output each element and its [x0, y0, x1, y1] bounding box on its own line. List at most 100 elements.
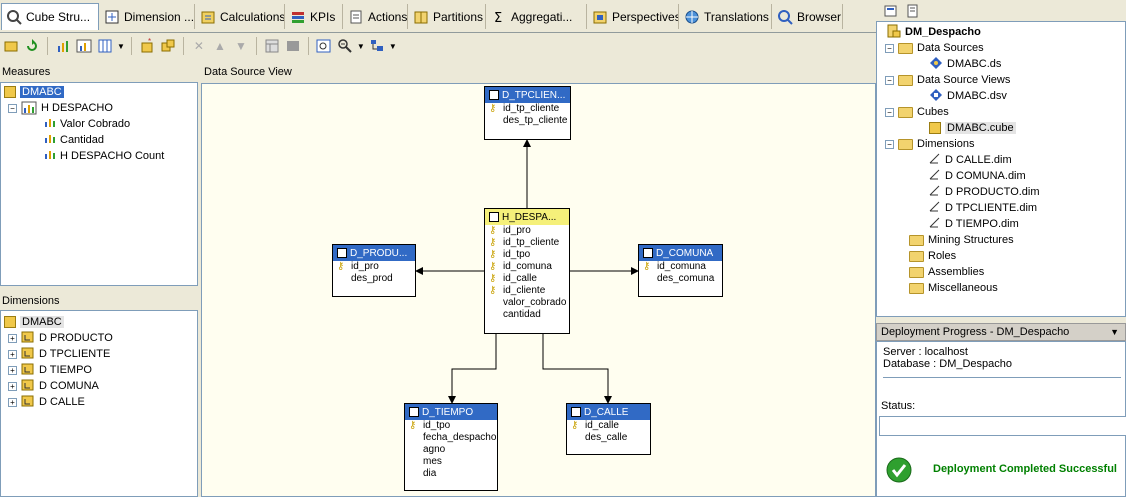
- tab-actions[interactable]: Actions: [344, 4, 408, 29]
- file-dimension[interactable]: D PRODUCTO.dim: [929, 184, 1040, 200]
- table-column[interactable]: des_comuna: [657, 273, 715, 284]
- link-object-icon[interactable]: [159, 37, 177, 55]
- file-dimension[interactable]: D CALLE.dim: [929, 152, 1012, 168]
- expand-icon[interactable]: +: [8, 333, 17, 343]
- tab-cube-structure[interactable]: Cube Stru...: [1, 3, 99, 30]
- delete-icon[interactable]: ✕: [193, 39, 204, 53]
- collapse-icon[interactable]: −: [885, 107, 894, 117]
- grid-view-icon[interactable]: [96, 37, 114, 55]
- folder-data-source-views[interactable]: − Data Source Views: [885, 72, 1010, 88]
- measure-item[interactable]: Cantidad: [44, 132, 104, 148]
- folder-cubes[interactable]: − Cubes: [885, 104, 949, 120]
- table-column[interactable]: mes: [423, 456, 442, 467]
- expand-icon[interactable]: +: [8, 365, 17, 375]
- tab-kpis[interactable]: KPIs: [286, 4, 343, 29]
- file-dimension[interactable]: D TIEMPO.dim: [929, 216, 1019, 232]
- expand-icon[interactable]: +: [8, 381, 17, 391]
- dimension-item[interactable]: + D COMUNA: [8, 378, 99, 394]
- measure-group-node[interactable]: − H DESPACHO: [8, 100, 113, 116]
- folder-miscellaneous[interactable]: Miscellaneous: [909, 280, 998, 296]
- measure-item[interactable]: H DESPACHO Count: [44, 148, 164, 164]
- table-header[interactable]: D_PRODU...: [333, 245, 415, 261]
- zoom-dropdown[interactable]: ▼: [356, 41, 365, 51]
- table-column[interactable]: fecha_despacho: [423, 432, 497, 443]
- tab-browser[interactable]: Browser: [773, 4, 843, 29]
- dsv-table-producto[interactable]: D_PRODU... ⚷id_pro des_prod: [332, 244, 416, 297]
- table-column[interactable]: ⚷id_pro: [489, 225, 531, 236]
- table-header[interactable]: D_TIEMPO: [405, 404, 497, 420]
- dimension-item[interactable]: + D PRODUCTO: [8, 330, 113, 346]
- zoom-icon[interactable]: [336, 37, 354, 55]
- table-column[interactable]: ⚷id_pro: [337, 261, 379, 272]
- move-down-icon[interactable]: ▼: [234, 39, 247, 53]
- refresh-icon[interactable]: [23, 37, 41, 55]
- file-dimension[interactable]: D COMUNA.dim: [929, 168, 1026, 184]
- folder-assemblies[interactable]: Assemblies: [909, 264, 984, 280]
- table-column[interactable]: ⚷id_tp_cliente: [489, 237, 560, 248]
- new-measure-icon[interactable]: [54, 37, 72, 55]
- move-up-icon[interactable]: ▲: [213, 39, 226, 53]
- table-column[interactable]: valor_cobrado: [503, 297, 567, 308]
- file-dimension[interactable]: D TPCLIENTE.dim: [929, 200, 1037, 216]
- measure-item[interactable]: Valor Cobrado: [44, 116, 130, 132]
- table-column[interactable]: cantidad: [503, 309, 541, 320]
- folder-roles[interactable]: Roles: [909, 248, 956, 264]
- arrange-dropdown[interactable]: ▼: [388, 41, 397, 51]
- process-icon[interactable]: [2, 37, 20, 55]
- tab-calculations[interactable]: Calculations: [196, 4, 285, 29]
- table-column[interactable]: des_prod: [351, 273, 393, 284]
- table-column[interactable]: des_tp_cliente: [503, 115, 568, 126]
- dsv-table-tpcliente[interactable]: D_TPCLIEN... ⚷id_tp_cliente des_tp_clien…: [484, 86, 571, 140]
- file-cube[interactable]: DMABC.cube: [929, 120, 1016, 136]
- zoom-to-fit-icon[interactable]: [315, 37, 333, 55]
- status-field[interactable]: [879, 416, 1126, 436]
- dimension-item[interactable]: + D TIEMPO: [8, 362, 92, 378]
- table-column[interactable]: des_calle: [585, 432, 628, 443]
- table-column[interactable]: ⚷id_tp_cliente: [489, 103, 560, 114]
- dsv-table-calle[interactable]: D_CALLE ⚷id_calle des_calle: [566, 403, 651, 455]
- dimensions-cube-node[interactable]: DMABC: [4, 314, 64, 330]
- tab-translations[interactable]: Translations: [680, 4, 772, 29]
- expand-icon[interactable]: +: [8, 349, 17, 359]
- table-column[interactable]: ⚷id_comuna: [643, 261, 706, 272]
- collapse-icon[interactable]: −: [885, 43, 894, 53]
- table-column[interactable]: ⚷id_comuna: [489, 261, 552, 272]
- expand-icon[interactable]: +: [8, 397, 17, 407]
- dimension-item[interactable]: + D TPCLIENTE: [8, 346, 110, 362]
- show-all-files-icon[interactable]: [904, 2, 922, 20]
- diagram-icon[interactable]: [263, 37, 281, 55]
- collapse-icon[interactable]: −: [885, 75, 894, 85]
- grid-view-dropdown[interactable]: ▼: [117, 41, 125, 51]
- table-header[interactable]: D_CALLE: [567, 404, 650, 420]
- folder-data-sources[interactable]: − Data Sources: [885, 40, 984, 56]
- properties-icon[interactable]: [882, 2, 900, 20]
- tab-aggregations[interactable]: Σ Aggregati...: [487, 4, 587, 29]
- tab-dimension-usage[interactable]: Dimension ...: [100, 4, 195, 29]
- dimension-item[interactable]: + D CALLE: [8, 394, 85, 410]
- collapse-icon[interactable]: −: [8, 103, 17, 113]
- table-header[interactable]: D_TPCLIEN...: [485, 87, 570, 103]
- file-data-source[interactable]: DMABC.ds: [929, 56, 1001, 72]
- show-tables-icon[interactable]: [284, 37, 302, 55]
- add-cube-dimension-icon[interactable]: *: [138, 37, 156, 55]
- new-measure-group-icon[interactable]: [75, 37, 93, 55]
- arrange-tables-icon[interactable]: [368, 37, 386, 55]
- collapse-icon[interactable]: −: [885, 139, 894, 149]
- table-column[interactable]: dia: [423, 468, 437, 479]
- project-node[interactable]: DM_Despacho: [887, 24, 981, 40]
- table-header[interactable]: H_DESPA...: [485, 209, 569, 225]
- table-column[interactable]: ⚷id_tpo: [409, 420, 451, 431]
- table-column[interactable]: ⚷id_tpo: [489, 249, 531, 260]
- table-column[interactable]: agno: [423, 444, 446, 455]
- dsv-table-fact[interactable]: H_DESPA... ⚷id_pro ⚷id_tp_cliente ⚷id_tp…: [484, 208, 570, 334]
- dsv-table-tiempo[interactable]: D_TIEMPO ⚷id_tpo fecha_despacho agno mes…: [404, 403, 498, 491]
- pane-dropdown-icon[interactable]: ▼: [1110, 327, 1119, 337]
- folder-dimensions[interactable]: − Dimensions: [885, 136, 974, 152]
- table-column[interactable]: ⚷id_calle: [571, 420, 619, 431]
- tab-partitions[interactable]: Partitions: [409, 4, 486, 29]
- folder-mining-structures[interactable]: Mining Structures: [909, 232, 1014, 248]
- table-header[interactable]: D_COMUNA: [639, 245, 722, 261]
- table-column[interactable]: ⚷id_calle: [489, 273, 537, 284]
- dsv-table-comuna[interactable]: D_COMUNA ⚷id_comuna des_comuna: [638, 244, 723, 297]
- measures-cube-node[interactable]: DMABC: [4, 84, 64, 100]
